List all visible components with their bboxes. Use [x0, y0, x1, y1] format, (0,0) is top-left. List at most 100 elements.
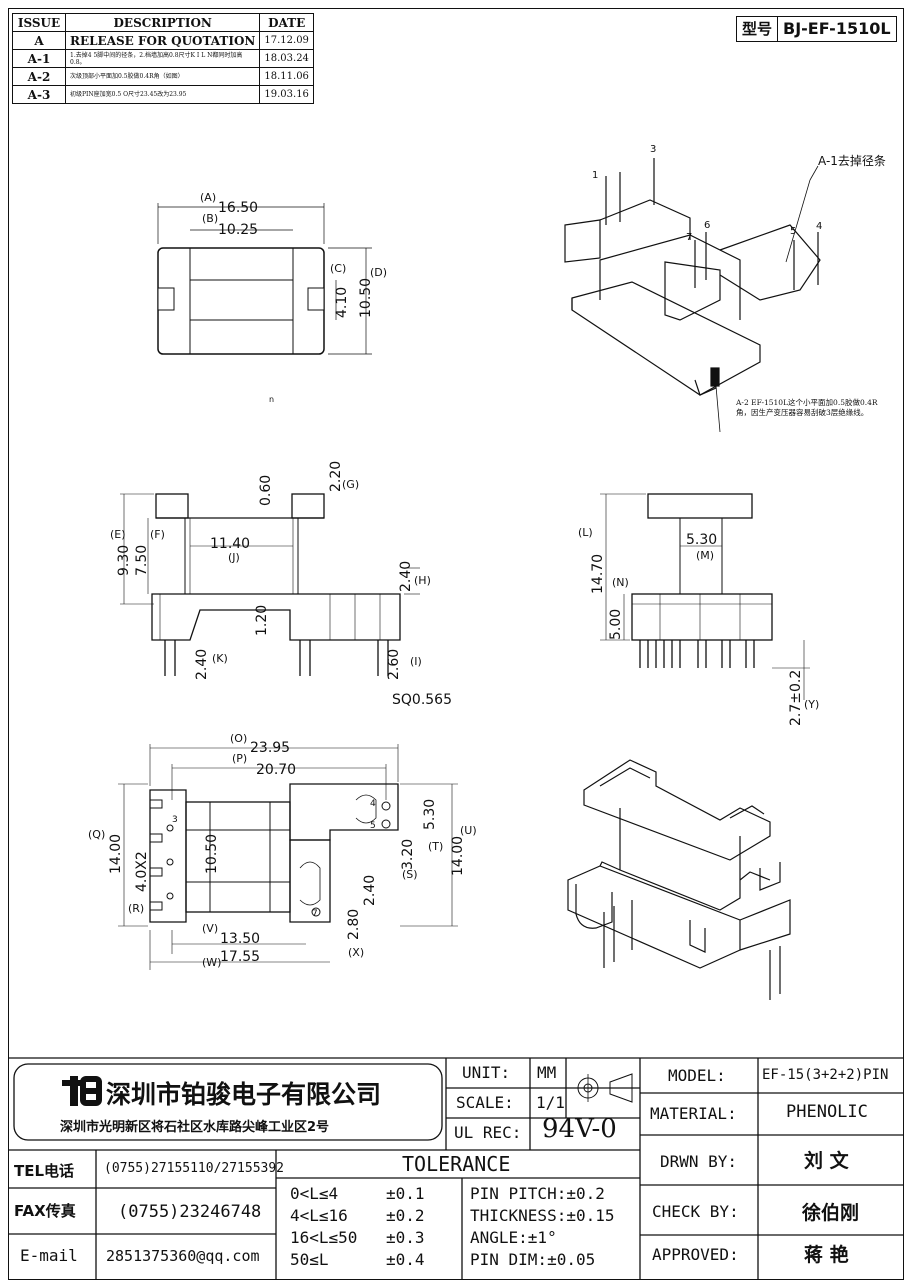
fax-value: (0755)23246748 [118, 1202, 262, 1222]
pin-1-number: 1 [592, 170, 598, 181]
unit-label: UNIT: [462, 1063, 511, 1082]
pin-4-number: 4 [816, 221, 822, 232]
scale-label: SCALE: [456, 1093, 514, 1112]
pin-7-number: 7 [686, 232, 692, 243]
dim-b-label: (B) [202, 212, 218, 225]
material-value: PHENOLIC [786, 1102, 868, 1122]
dim-f-value: 7.50 [134, 545, 150, 576]
dim-h-value: 2.40 [398, 561, 414, 592]
scale-value: 1/1 [536, 1093, 565, 1112]
dim-a-label: (A) [200, 191, 216, 204]
title-block-grid [8, 1057, 904, 1280]
tol-range: 16<L≤50 [290, 1228, 358, 1247]
check-label: CHECK BY: [652, 1202, 739, 1221]
date-header: DATE [259, 13, 314, 32]
bottom-view [118, 744, 458, 970]
drawn-value: 刘 文 [804, 1150, 849, 1172]
dim-base-gap: 1.20 [254, 605, 270, 636]
pin-3-number: 3 [650, 144, 656, 155]
tol-value: ±0.3 [386, 1228, 425, 1247]
dim-w-value: 17.55 [220, 949, 260, 965]
dim-c-value: 4.10 [334, 287, 350, 318]
dim-e-label: (E) [110, 528, 126, 541]
pin-5-number: 5 [790, 226, 796, 237]
dim-x-value: 2.80 [346, 909, 362, 940]
dim-q-label: (Q) [88, 828, 105, 841]
tol-range: 0<L≤4 [290, 1184, 339, 1203]
dim-m-label: (M) [696, 549, 714, 562]
dim-g-label: (G) [342, 478, 359, 491]
dim-w-label: (W) [202, 956, 221, 969]
dim-u-value: 14.00 [450, 836, 466, 876]
dim-b-value: 10.25 [218, 222, 258, 238]
tol-value: ±0.4 [386, 1250, 425, 1269]
dim-g-value: 2.20 [328, 461, 344, 492]
dim-p-value: 20.70 [256, 762, 296, 778]
tol-value: ±0.2 [386, 1206, 425, 1225]
dim-m-value: 5.30 [686, 532, 717, 548]
bottom-pin-7: 7 [312, 909, 318, 919]
dim-r-value: 4.0X2 [134, 851, 150, 892]
dim-q-value: 14.00 [108, 834, 124, 874]
dim-h-label: (H) [414, 574, 431, 587]
bottom-pin-5: 5 [370, 821, 376, 831]
dim-center: 10.50 [204, 834, 220, 874]
pin-pitch: PIN PITCH:±0.2 [470, 1184, 605, 1203]
dim-r-label: (R) [128, 902, 144, 915]
tel-value: (0755)27155110/27155392 [104, 1161, 285, 1176]
dim-x-label: (X) [348, 946, 364, 959]
dim-n-value: 5.00 [608, 609, 624, 640]
tel-label: TEL电话 [14, 1162, 75, 1180]
dim-j-label: (J) [228, 551, 240, 564]
tol-range: 4<L≤16 [290, 1206, 348, 1225]
approved-value: 蒋 艳 [804, 1244, 849, 1266]
model-title-label: MODEL: [668, 1066, 726, 1085]
ul-value: 94V-0 [542, 1114, 617, 1144]
angle: ANGLE:±1° [470, 1228, 557, 1247]
dim-o-value: 23.95 [250, 740, 290, 756]
description-header: DESCRIPTION [64, 13, 261, 32]
drawn-label: DRWN BY: [660, 1152, 738, 1171]
dim-s2-value: 2.40 [362, 875, 378, 906]
dim-f-label: (F) [150, 528, 165, 541]
dim-i-value: 2.60 [386, 649, 402, 680]
note-a2: A-2 EF-1510L这个小平面加0.5胶做0.4R角，因生产变压器容易刮破3… [736, 398, 878, 417]
top-view [157, 203, 372, 355]
dim-n-label: (N) [612, 576, 629, 589]
dim-k-label: (K) [212, 652, 228, 665]
dim-u-label: (U) [460, 824, 477, 837]
date-cell: 19.03.16 [259, 85, 314, 104]
email-value: 2851375360@qq.com [106, 1247, 260, 1265]
tolerance-title: TOLERANCE [402, 1152, 511, 1176]
dim-d-value: 10.50 [358, 278, 374, 318]
dim-l-value: 14.70 [590, 554, 606, 594]
dim-p-label: (P) [232, 752, 247, 765]
issue-cell: A-3 [12, 85, 66, 104]
material-label: MATERIAL: [650, 1104, 737, 1123]
date-cell: 18.11.06 [259, 67, 314, 86]
dim-a-value: 16.50 [218, 200, 258, 216]
company-address: 深圳市光明新区将石社区水库路尖峰工业区2号 [60, 1120, 330, 1135]
note-a1: A-1去掉径条 [818, 154, 886, 168]
dim-y-value: 2.7±0.2 [788, 670, 804, 726]
revision-row: A-3 初级PIN座加宽0.5 O尺寸23.45改为23.95 19.03.16 [12, 85, 314, 104]
stray-mark: n [269, 395, 274, 404]
pin-6-number: 6 [704, 220, 710, 231]
bottom-pin-4: 4 [370, 799, 376, 809]
ul-label: UL REC: [454, 1123, 522, 1142]
revision-table: ISSUE DESCRIPTION DATE A RELEASE FOR QUO… [12, 13, 314, 104]
drawing-frame [8, 8, 904, 1280]
dim-c-label: (C) [330, 262, 346, 275]
dim-e-value: 9.30 [116, 545, 132, 576]
dim-l-label: (L) [578, 526, 593, 539]
model-title-value: EF-15(3+2+2)PIN [762, 1067, 889, 1083]
company-logo [62, 1076, 102, 1106]
thickness: THICKNESS:±0.15 [470, 1206, 615, 1225]
isometric-view [564, 158, 821, 433]
dim-d-label: (D) [370, 266, 387, 279]
dim-t-label: (T) [428, 840, 443, 853]
dim-y-label: (Y) [804, 698, 819, 711]
revision-row: A-2 次级顶部小平面加0.5胶做0.4R角（如图） 18.11.06 [12, 67, 314, 86]
approved-label: APPROVED: [652, 1245, 739, 1264]
